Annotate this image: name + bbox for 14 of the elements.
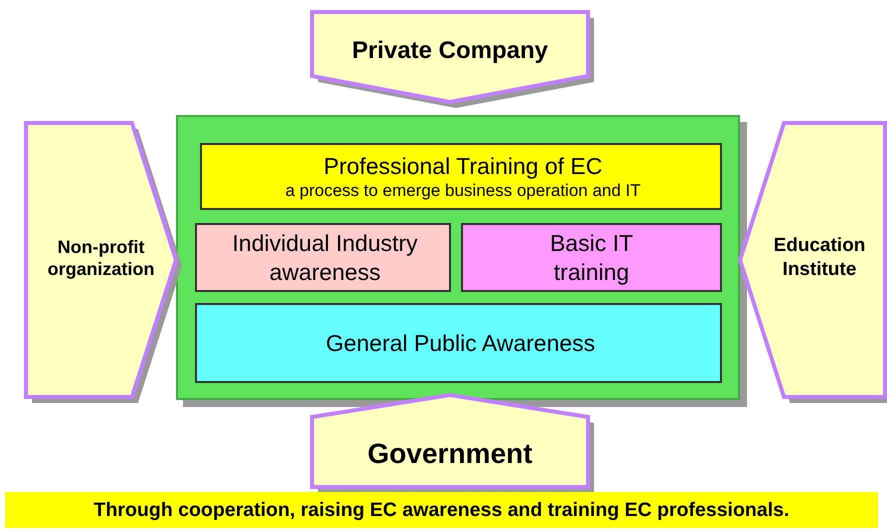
node-label: Education Institute (772, 234, 866, 282)
node-label: Private Company (352, 36, 548, 66)
node-label: Government (368, 436, 532, 470)
node-label: Basic IT training (548, 228, 634, 286)
node-label: Individual Industry awareness (231, 228, 419, 286)
node-subtitle: a process to emerge business operation and IT (285, 180, 641, 202)
node-label: Non-profit organization (46, 236, 156, 280)
caption: Through cooperation, raising EC awareness and training EC professionals. (5, 492, 878, 528)
text-box (200, 143, 722, 210)
node-label: Professional Training of EC (324, 152, 602, 180)
text-box (195, 223, 451, 292)
node-label: General Public Awareness (326, 328, 596, 358)
text-box (195, 303, 722, 383)
text-box (461, 223, 722, 292)
